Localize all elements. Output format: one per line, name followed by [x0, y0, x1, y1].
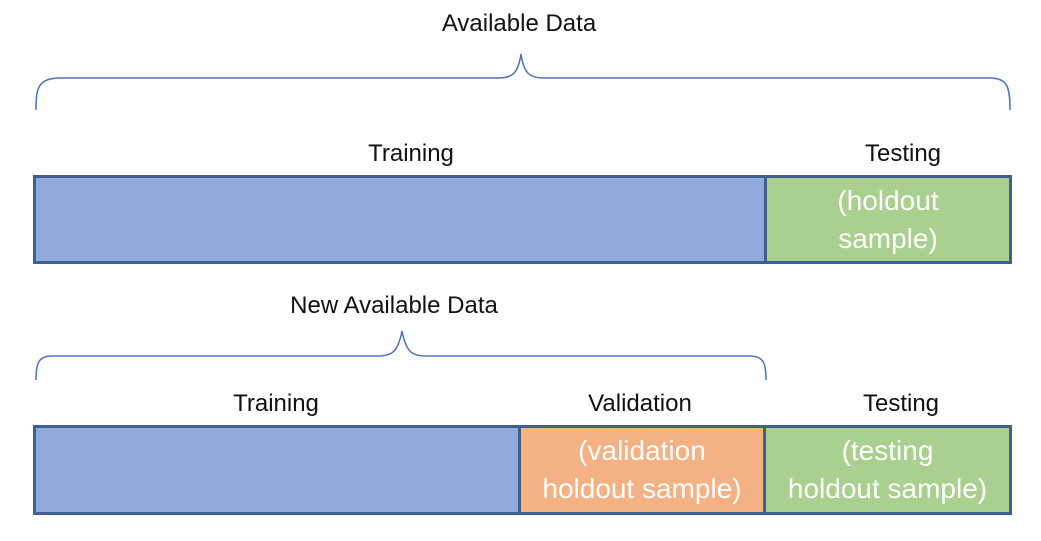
available-data-title: Available Data — [441, 10, 597, 37]
top-training-label: Training — [368, 140, 454, 167]
top-testing-segment: (holdout sample) — [767, 175, 1012, 264]
bottom-testing-text: (testing holdout sample) — [787, 435, 988, 504]
bottom-validation-segment: (validation holdout sample) — [521, 425, 766, 515]
bottom-testing-segment: (testing holdout sample) — [766, 425, 1012, 515]
bottom-training-label: Training — [233, 390, 319, 417]
top-testing-label: Testing — [864, 140, 942, 167]
top-testing-text: (holdout sample) — [837, 184, 939, 254]
bottom-validation-text: (validation holdout sample) — [542, 435, 742, 504]
bottom-validation-label: Validation — [588, 390, 692, 417]
bottom-testing-label: Testing — [862, 390, 940, 417]
new-available-data-title: New Available Data — [290, 292, 498, 319]
top-training-segment — [33, 175, 767, 264]
bottom-training-segment — [33, 425, 521, 515]
